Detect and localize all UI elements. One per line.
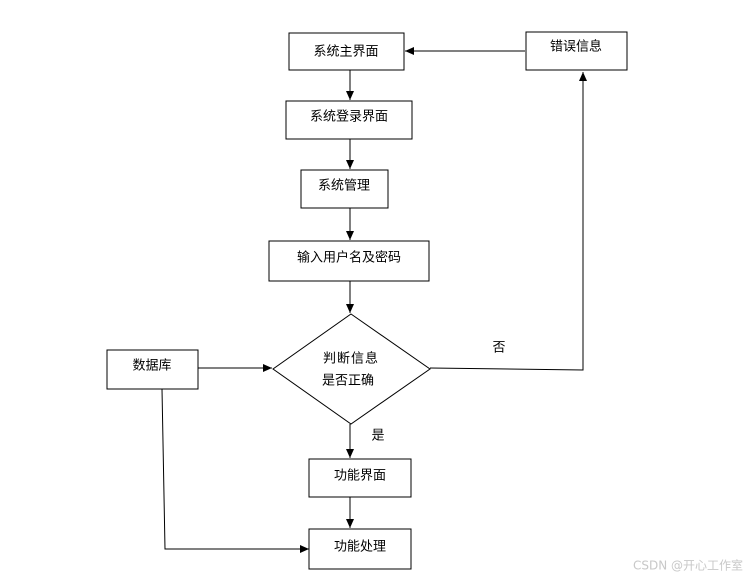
node-function-ui: 功能界面	[308, 458, 412, 498]
node-input-credentials-label: 输入用户名及密码	[297, 250, 401, 266]
node-decision-label-line1: 判断信息	[323, 351, 379, 367]
node-function-processing-label: 功能处理	[334, 540, 386, 555]
node-main-ui: 系统主界面	[288, 32, 405, 71]
node-error-info: 错误信息	[525, 31, 628, 71]
edge-database-to-processing	[161, 388, 309, 553]
node-main-ui-label: 系统主界面	[313, 45, 378, 60]
watermark-text: CSDN @开心工作室	[633, 558, 743, 573]
node-input-credentials: 输入用户名及密码	[268, 240, 430, 282]
edge-decision-to-error	[429, 72, 587, 371]
node-database: 数据库	[106, 349, 199, 390]
edge-label-no: 否	[492, 341, 505, 356]
node-decision-label-line2: 是否正确	[322, 374, 374, 389]
node-decision: 判断信息 是否正确	[272, 313, 431, 425]
edge-label-yes: 是	[371, 429, 384, 444]
node-database-label: 数据库	[132, 358, 171, 374]
edges	[161, 47, 587, 553]
node-function-ui-label: 功能界面	[334, 469, 386, 484]
node-system-mgmt-label: 系统管理	[318, 179, 370, 194]
node-login-ui: 系统登录界面	[285, 100, 413, 140]
node-login-ui-label: 系统登录界面	[310, 110, 388, 125]
node-function-processing: 功能处理	[308, 528, 412, 570]
node-system-mgmt: 系统管理	[300, 169, 389, 209]
node-error-info-label: 错误信息	[550, 39, 602, 55]
